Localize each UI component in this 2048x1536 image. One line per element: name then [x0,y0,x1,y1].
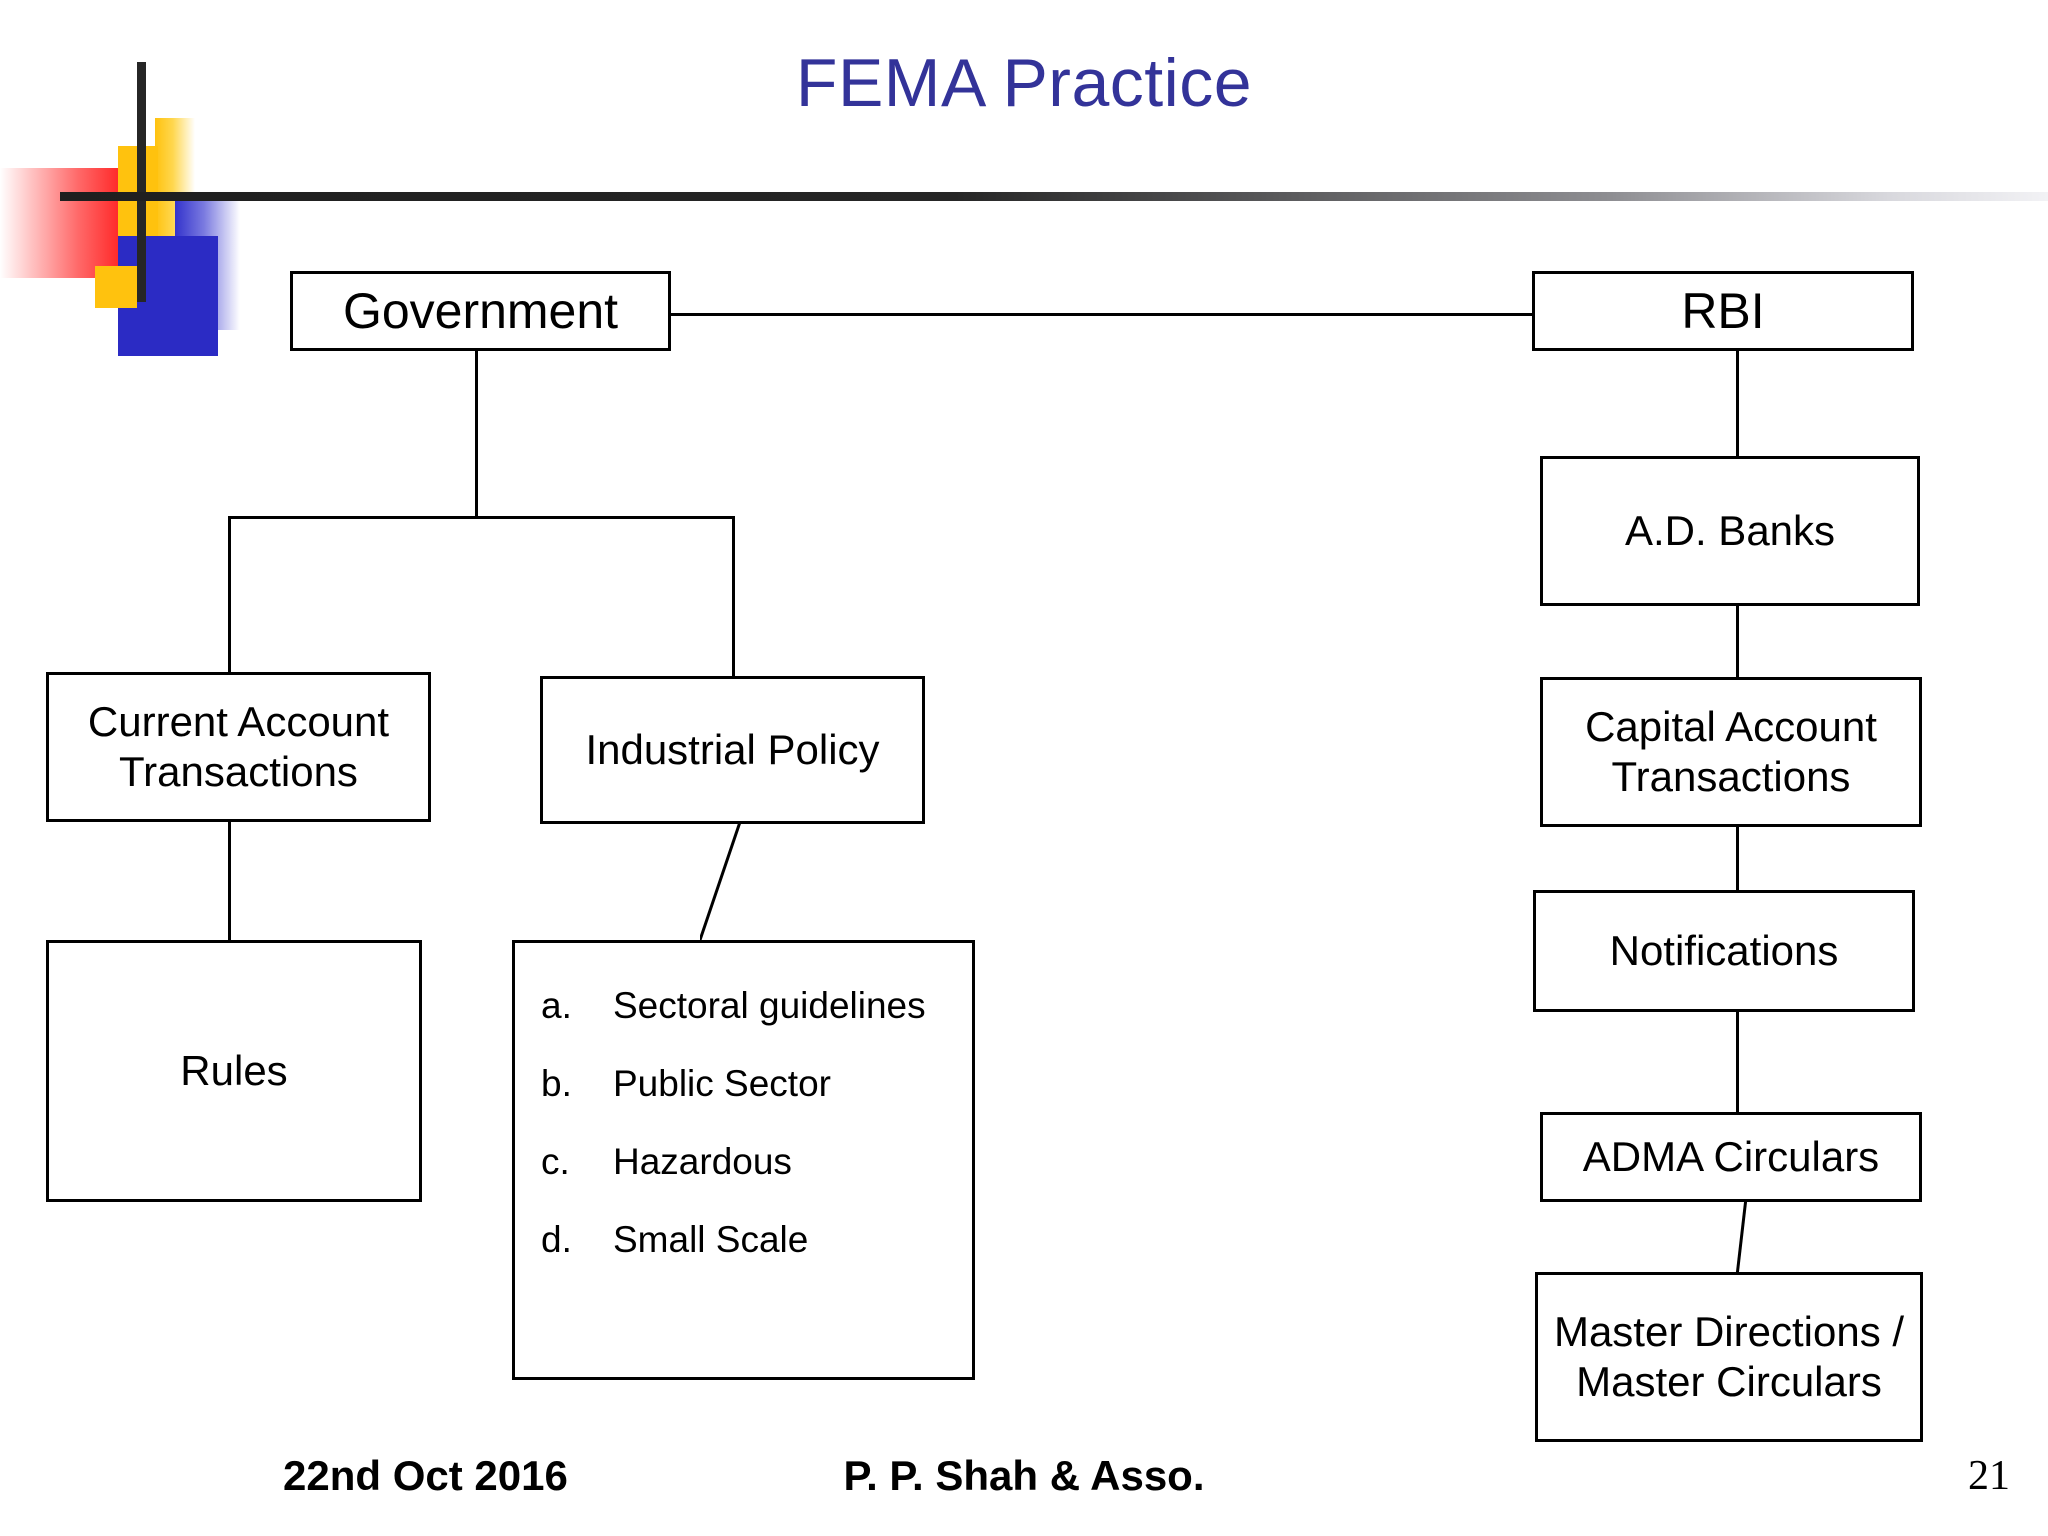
box-rbi[interactable]: RBI [1532,271,1914,351]
box-rules[interactable]: Rules [46,940,422,1202]
list-item[interactable]: a. Sectoral guidelines [541,985,972,1027]
box-current-account-transactions[interactable]: Current Account Transactions [46,672,431,822]
logo-red-square [0,168,125,278]
page-title: FEMA Practice [795,45,1253,121]
list-item-marker: b. [541,1063,572,1104]
decorative-logo [0,0,300,356]
box-government[interactable]: Government [290,271,671,351]
box-ad-banks-label: A.D. Banks [1624,507,1836,555]
list-item-label: Public Sector [613,1063,831,1104]
box-government-label: Government [342,282,619,339]
footer-author: P. P. Shah & Asso. [843,1452,1205,1499]
logo-yellow-small [95,266,137,308]
list-item-marker: c. [541,1141,570,1182]
list-item-label: Small Scale [613,1219,809,1260]
connector-ad-banks-capital [1736,605,1739,677]
list-item-label: Sectoral guidelines [613,985,926,1026]
box-adma-circulars-label: ADMA Circulars [1582,1133,1880,1181]
box-notifications-label: Notifications [1609,927,1839,975]
list-item[interactable]: b. Public Sector [541,1063,972,1105]
box-ad-banks[interactable]: A.D. Banks [1540,456,1920,606]
connector-government-stem [475,348,478,516]
box-current-account-line2: Transactions [119,748,358,795]
box-capital-account-line1: Capital Account [1585,703,1877,751]
connector-capital-notifications [1736,810,1739,890]
list-item-marker: d. [541,1219,572,1260]
logo-vertical-bar [137,62,146,302]
connector-rbi-ad-banks [1736,348,1739,458]
connector-industrial-policy-list [700,822,742,940]
header-divider-bar [60,192,2048,201]
list-item-label: Hazardous [613,1141,792,1182]
footer-page-number: 21 [1968,1453,2010,1499]
box-master-line1: Master Directions / [1553,1308,1905,1356]
list-item[interactable]: d. Small Scale [541,1219,972,1261]
list-item[interactable]: c. Hazardous [541,1141,972,1183]
box-industrial-policy-label: Industrial Policy [585,726,880,774]
list-item-marker: a. [541,985,572,1026]
box-adma-circulars[interactable]: ADMA Circulars [1540,1112,1922,1202]
connector-government-rbi [507,313,1550,316]
connector-notifications-adma [1736,1012,1739,1112]
box-rules-label: Rules [180,1047,288,1095]
connector-to-current-account [228,516,231,672]
footer-date: 22nd Oct 2016 [283,1452,568,1499]
box-master-line2: Master Circulars [1576,1358,1882,1405]
box-capital-account-transactions[interactable]: Capital Account Transactions [1540,677,1922,827]
connector-to-industrial-policy [732,516,735,676]
box-notifications[interactable]: Notifications [1533,890,1915,1012]
box-industrial-policy[interactable]: Industrial Policy [540,676,925,824]
box-rbi-label: RBI [1681,282,1765,339]
connector-government-split [228,516,735,519]
box-master-directions[interactable]: Master Directions / Master Circulars [1535,1272,1923,1442]
box-current-account-line1: Current Account [87,698,390,746]
connector-current-account-rules [228,820,231,940]
box-capital-account-line2: Transactions [1611,753,1851,800]
box-industrial-policy-items[interactable]: a. Sectoral guidelines b. Public Sector … [512,940,975,1380]
